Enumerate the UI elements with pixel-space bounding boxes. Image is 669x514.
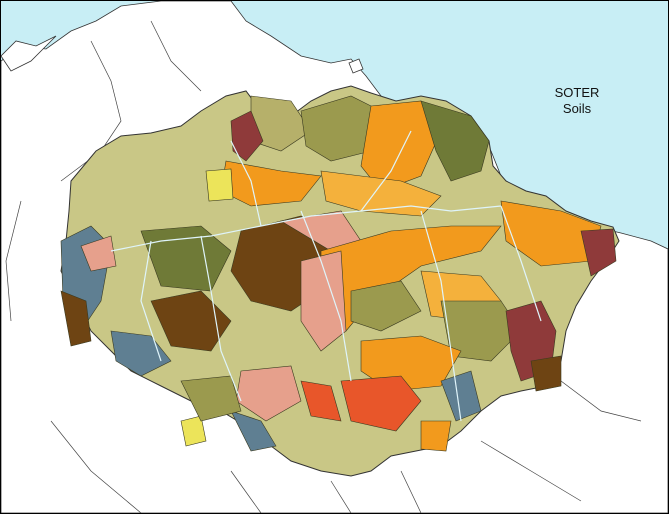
map-title-line2: Soils bbox=[562, 101, 592, 116]
island-trinidad bbox=[348, 58, 364, 74]
caribbean-coast bbox=[1, 35, 57, 72]
rivers bbox=[110, 130, 542, 422]
soil-patches bbox=[60, 95, 617, 452]
map-title: SOTER Soils bbox=[537, 85, 617, 117]
map-title-line1: SOTER bbox=[554, 85, 600, 100]
